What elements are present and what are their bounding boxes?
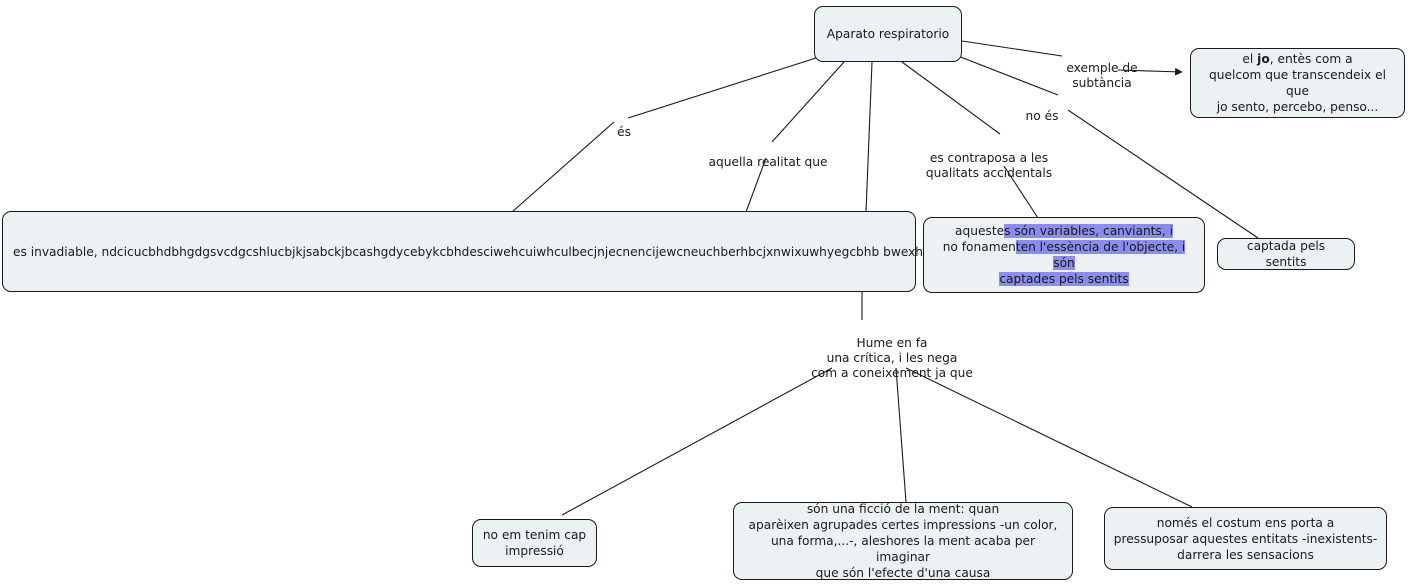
link-root-to-noes: [957, 55, 1059, 96]
link-es-to-invadiable: [511, 121, 615, 213]
node-label: el jo, entès com a quelcom que transcende…: [1199, 51, 1396, 115]
edge-label-es-contraposa[interactable]: es contraposa a les qualitats accidental…: [926, 136, 1052, 181]
node-label: no em tenim cap impressió: [482, 528, 587, 558]
link-root-to-invadiable: [865, 61, 873, 213]
edge-label-es[interactable]: és: [617, 110, 631, 140]
node-captada-pels-sentits[interactable]: captada pels sentits: [1217, 238, 1355, 270]
node-label: captada pels sentits: [1246, 239, 1326, 269]
link-hume-to-costum: [905, 367, 1193, 508]
edge-label-no-es[interactable]: no és: [1026, 94, 1059, 124]
aquestes-line1-selected: s són variables, canviants, i: [1004, 224, 1173, 238]
node-label: es invadiable, ndcicucbhdbhgdgsvcdgcshlu…: [13, 244, 934, 259]
node-son-una-ficcio[interactable]: són una ficció de la ment: quan aparèixe…: [733, 502, 1073, 580]
el-jo-line3: jo sento, percebo, penso...: [1216, 100, 1379, 114]
edge-label-text: Hume en fa una crítica, i les nega com a…: [811, 336, 973, 380]
link-root-to-contraposa: [901, 61, 1001, 135]
node-label: aquestes són variables, canviants, i no f…: [932, 223, 1196, 287]
edge-label-text: aquella realitat que: [708, 155, 828, 169]
node-nomes-el-costum[interactable]: només el costum ens porta a pressuposar …: [1104, 507, 1387, 570]
edge-label-exemple-de-substancia[interactable]: exemple de subtància: [1066, 46, 1137, 91]
node-aparato-respiratorio[interactable]: Aparato respiratorio: [814, 6, 962, 62]
link-root-to-exemple: [961, 40, 1063, 57]
node-el-jo[interactable]: el jo, entès com a quelcom que transcende…: [1190, 48, 1405, 118]
aquestes-line2-plain: no fonamen: [942, 240, 1016, 254]
edge-label-aquella-realitat-que[interactable]: aquella realitat que: [709, 140, 828, 170]
el-jo-emphasis: jo: [1257, 52, 1270, 66]
edge-label-text: és: [617, 125, 631, 139]
link-hume-to-ficcio: [895, 367, 907, 503]
node-label: són una ficció de la ment: quan aparèixe…: [748, 502, 1058, 580]
aquestes-line2-selected: ten l'essència de l'objecte, i són: [1015, 240, 1186, 270]
edge-label-text: exemple de subtància: [1066, 61, 1138, 90]
node-aquestes-son-variables[interactable]: aquestes són variables, canviants, i no f…: [923, 217, 1205, 293]
node-label: només el costum ens porta a pressuposar …: [1113, 515, 1378, 562]
edge-label-text: no és: [1025, 109, 1059, 123]
node-label: Aparato respiratorio: [826, 27, 950, 41]
aquestes-line3-selected: captades pels sentits: [999, 272, 1129, 286]
link-root-to-es: [627, 57, 817, 119]
el-jo-line2: quelcom que transcendeix el que: [1209, 68, 1386, 98]
el-jo-line1-pre: el: [1242, 52, 1258, 66]
link-root-to-aquella: [771, 61, 845, 143]
edge-label-hume-en-fa[interactable]: Hume en fa una crítica, i les nega com a…: [811, 321, 973, 381]
aquestes-line1-plain: aqueste: [955, 224, 1005, 238]
node-es-invadiable[interactable]: es invadiable, ndcicucbhdbhgdgsvcdgcshlu…: [2, 211, 933, 292]
link-hume-to-no-impressio: [561, 367, 833, 516]
edge-label-text: es contraposa a les qualitats accidental…: [925, 151, 1053, 180]
el-jo-line1-post: , entès com a: [1269, 52, 1353, 66]
node-no-em-tenim-cap-impressio[interactable]: no em tenim cap impressió: [472, 519, 597, 567]
